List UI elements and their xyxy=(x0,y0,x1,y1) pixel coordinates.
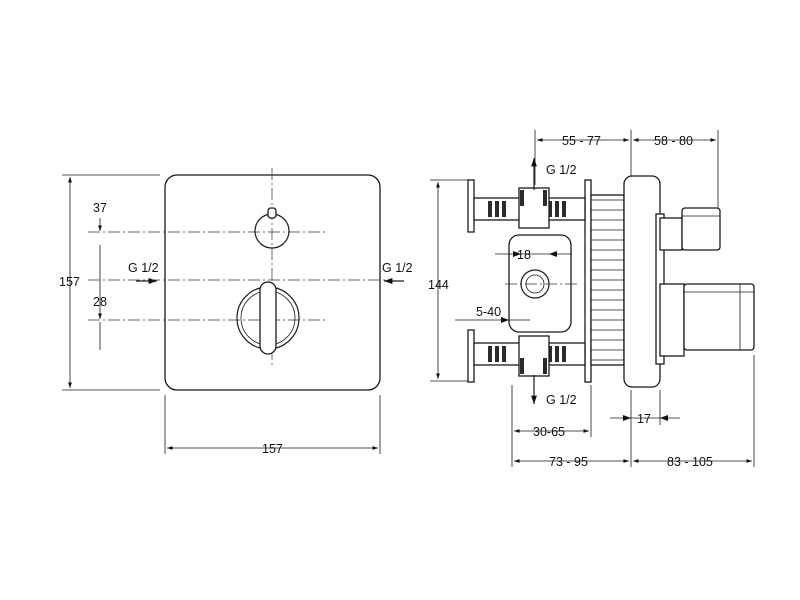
side-view: 55 - 77 58 - 80 144 xyxy=(428,130,755,469)
depth-dim-arrow xyxy=(501,317,509,323)
upper-knob-tab xyxy=(267,207,277,219)
bottom-dim-mid-arrow-left xyxy=(623,415,631,421)
bottom-dim-mid-arrow-right xyxy=(660,415,668,421)
lower-handle-side xyxy=(683,283,755,351)
top-dim-right-label: 58 - 80 xyxy=(654,134,693,148)
top-dim-left-label: 55 - 77 xyxy=(562,134,601,148)
depth-label: 5-40 xyxy=(476,305,501,319)
bore-dim-arrow-left xyxy=(513,251,521,257)
box-right-wall xyxy=(584,179,592,383)
side-height-label: 144 xyxy=(428,278,449,292)
port-bottom-label: G 1/2 xyxy=(546,393,577,407)
threaded-sleeve xyxy=(590,194,625,366)
lower-handle-side-base xyxy=(659,283,685,357)
front-view: 157 37 28 G 1/2 G 1/2 157 xyxy=(59,168,413,456)
bottom-dim-left-label: 73 - 95 xyxy=(549,455,588,469)
lower-handle-lever xyxy=(259,281,277,355)
bottom-dim-right-label: 83 - 105 xyxy=(667,455,713,469)
upper-knob-side-base xyxy=(659,217,683,251)
bore-label: 18 xyxy=(517,248,531,262)
port-top-label: G 1/2 xyxy=(546,163,577,177)
inlet-left-label: G 1/2 xyxy=(128,261,159,275)
cover-plate xyxy=(164,174,381,391)
bottom-dim-mid-label: 17 xyxy=(637,412,651,426)
bore-dim-arrow-right xyxy=(549,251,557,257)
top-offset-label: 37 xyxy=(93,201,107,215)
valve-body xyxy=(508,234,572,333)
box-left-wall xyxy=(467,179,475,233)
lower-connector xyxy=(473,335,586,377)
width-label: 157 xyxy=(262,442,283,456)
bottom-dim-small-label: 30-65 xyxy=(533,425,565,439)
side-flange xyxy=(623,175,661,388)
height-label: 157 xyxy=(59,275,80,289)
upper-connector xyxy=(473,187,586,229)
inlet-right-label: G 1/2 xyxy=(382,261,413,275)
bottom-offset-label: 28 xyxy=(93,295,107,309)
upper-knob-side xyxy=(681,207,721,251)
box-left-wall-lower xyxy=(467,329,475,383)
